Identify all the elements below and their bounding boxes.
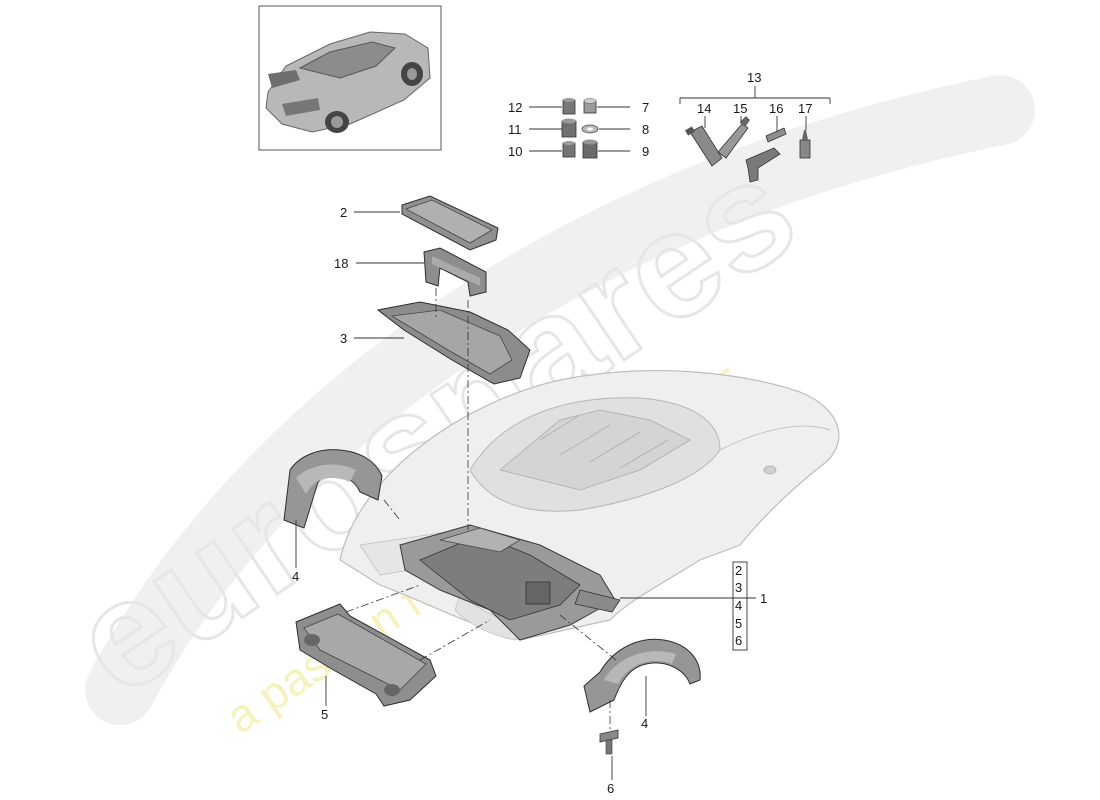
part-11-nut [561,118,577,138]
callout-17: 17 [798,101,812,116]
part-2-cowl-panel [401,195,499,251]
callout-1: 1 [760,591,767,606]
callout-15: 15 [733,101,747,116]
callout-9: 9 [642,144,649,159]
part-8-washer [581,124,599,134]
part-5-crossmember [295,603,437,707]
callout-10: 10 [508,144,522,159]
part-9-rubber-mount [582,139,598,159]
part-1-group-box: 2 3 4 5 6 [732,561,756,651]
callout-4-right: 4 [641,716,648,731]
callout-16: 16 [769,101,783,116]
part-7-bushing [583,98,597,114]
part-16-applicator-gun [745,127,787,183]
callout-3: 3 [340,331,347,346]
callout-18: 18 [334,256,348,271]
part-6-bolt [599,729,619,755]
callout-8: 8 [642,122,649,137]
group-item-2: 3 [735,580,742,595]
part-18-bracket [423,247,487,297]
part-10-sleeve [562,141,576,158]
callout-13: 13 [747,70,761,85]
leader-lines [295,86,831,780]
group-item-4: 5 [735,616,742,631]
callout-7: 7 [642,100,649,115]
front-end-structure [399,524,621,641]
part-17-nozzle [799,130,811,159]
callout-5: 5 [321,707,328,722]
part-4-right-wheelhouse [583,638,701,713]
thumbnail-car-image [258,5,442,151]
callout-6: 6 [607,781,614,796]
part-4-left-wheelhouse [283,449,383,529]
part-3-bulkhead [376,301,531,385]
callout-11: 11 [508,122,522,137]
callout-14: 14 [697,101,711,116]
callout-labels: 1 2 3 4 4 5 6 7 8 9 10 11 12 13 14 15 16… [292,70,812,796]
small-fasteners [561,98,599,159]
part-12-nut [562,98,576,115]
part-15-cartridge [717,116,750,159]
group-item-5: 6 [735,633,742,648]
callout-12: 12 [508,100,522,115]
part-14-tube [685,125,723,167]
group-item-1: 2 [735,563,742,578]
assembly-guide-lines [345,288,617,730]
group-item-3: 4 [735,598,742,613]
repair-kit [685,116,811,183]
callout-4-left: 4 [292,569,299,584]
callout-2: 2 [340,205,347,220]
